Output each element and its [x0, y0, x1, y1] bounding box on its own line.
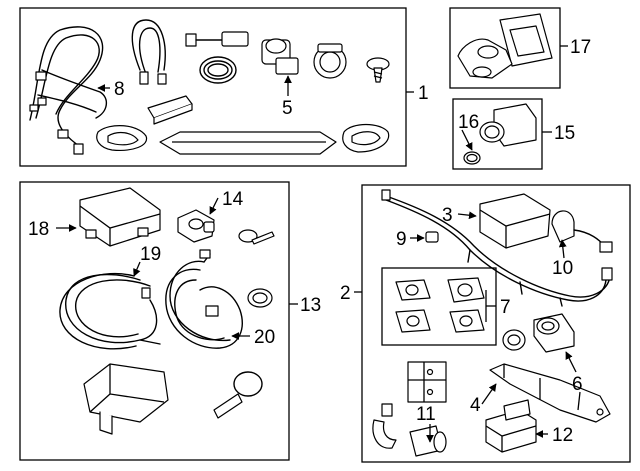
camera-bracket-17 — [457, 13, 553, 79]
callout-15: 15 — [554, 123, 575, 144]
group-box-2 — [361, 184, 631, 463]
sensor-lead — [185, 31, 249, 47]
group-box-1 — [19, 7, 407, 167]
callout-18: 18 — [28, 219, 49, 240]
screw-2 — [238, 229, 275, 245]
grille-center — [159, 131, 337, 155]
callout-4: 4 — [470, 395, 481, 416]
callout-11: 11 — [416, 404, 436, 425]
callout-20: 20 — [254, 327, 275, 348]
wiring-harness-small — [131, 19, 167, 85]
control-module-3 — [479, 193, 551, 249]
mounting-bracket — [83, 363, 169, 435]
callout-3: 3 — [442, 205, 453, 226]
callout-12: 12 — [552, 425, 573, 446]
bracket-4 — [489, 363, 611, 423]
group-box-15 — [452, 98, 543, 170]
callout-2: 2 — [340, 283, 351, 304]
sensor-6 — [502, 313, 575, 353]
connector-12 — [485, 399, 537, 453]
sensor-clips-7 — [395, 277, 485, 333]
bracket — [147, 95, 193, 125]
camera-15 — [479, 103, 537, 147]
callout-16: 16 — [458, 112, 479, 133]
callout-8: 8 — [114, 79, 125, 100]
control-module-18 — [79, 187, 161, 247]
callout-19: 19 — [140, 244, 161, 265]
coiled-wire — [199, 56, 237, 84]
wiring-harness-8 — [29, 26, 107, 155]
clip-11 — [409, 425, 447, 457]
sensor-14 — [177, 209, 215, 243]
callout-13: 13 — [300, 295, 321, 316]
callout-14: 14 — [222, 189, 244, 210]
callout-10: 10 — [552, 258, 573, 279]
screw — [366, 57, 390, 83]
cable-tie — [213, 371, 263, 419]
bumper-trim-right — [342, 123, 390, 153]
sensor-housing — [313, 43, 347, 79]
callout-9: 9 — [396, 229, 407, 250]
bracket-10 — [551, 210, 613, 253]
callout-5: 5 — [282, 98, 293, 119]
group-box-13 — [19, 181, 290, 461]
leader-lines — [56, 45, 577, 443]
callout-17: 17 — [570, 37, 591, 58]
o-ring-16 — [463, 151, 481, 165]
wiring-harness-20 — [165, 249, 243, 349]
grommet — [247, 288, 273, 308]
parking-sensor-5 — [261, 38, 299, 75]
callout-7: 7 — [500, 297, 511, 318]
callout-6: 6 — [572, 374, 583, 395]
bumper-trim-left — [96, 125, 148, 151]
plate-bracket — [407, 361, 447, 403]
wiring-harness-19 — [59, 272, 161, 350]
group-box-17 — [449, 7, 561, 89]
rear-harness — [381, 189, 613, 307]
strap — [372, 403, 397, 449]
callout-1: 1 — [418, 83, 429, 104]
